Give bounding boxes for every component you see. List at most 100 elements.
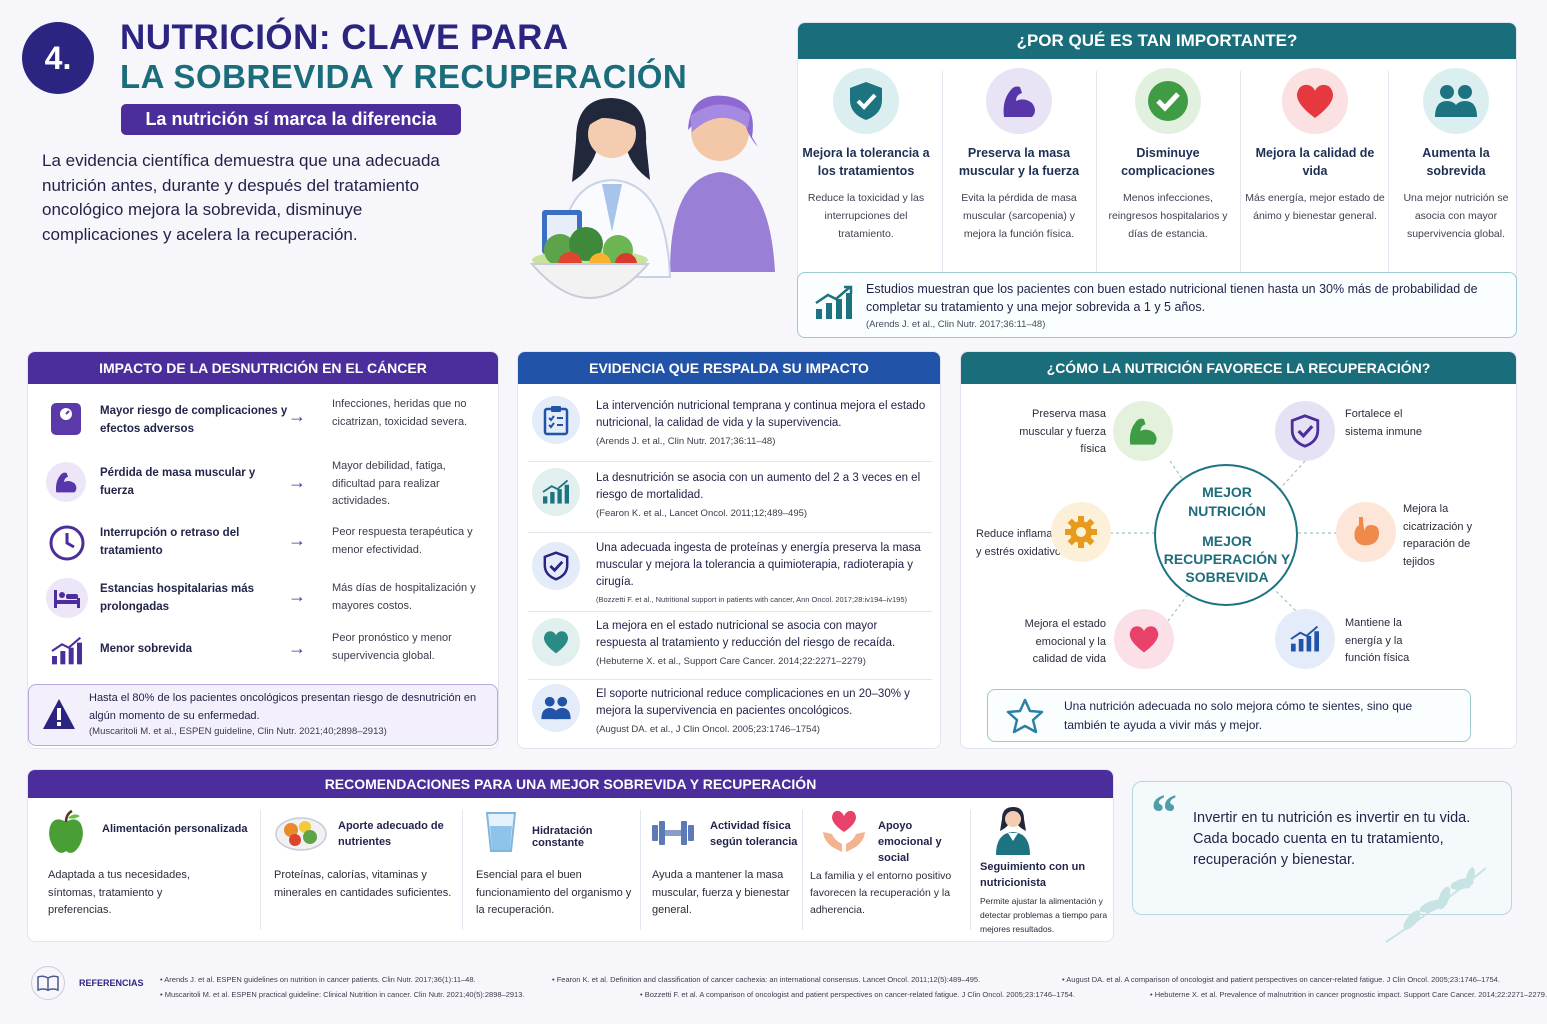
importance-item: Mejora la tolerancia a los tratamientos … [799,68,933,243]
malnutrition-title: IMPACTO DE LA DESNUTRICIÓN EN EL CÁNCER [99,360,427,376]
intro-paragraph: La evidencia científica demuestra que un… [42,151,440,244]
reference-item: • Fearon K. et al. Definition and classi… [552,975,981,984]
dumbbell-icon [650,818,696,848]
reference-text: Bozzetti F. et al. A comparison of oncol… [644,990,1075,999]
section-number: 4. [44,39,72,76]
shield-icon [1275,401,1335,461]
apple-icon [46,809,86,856]
people-icon [532,684,580,732]
water-glass-icon [484,810,518,854]
importance-item: Aumenta la sobrevida Una mejor nutrición… [1392,68,1520,243]
recommendation-item: Alimentación personalizada Adaptada a tu… [40,808,255,928]
arrow-right-icon: → [288,406,306,426]
subtitle-banner: La nutrición sí marca la diferencia [121,104,461,135]
reference-text: Muscaritoli M. et al. ESPEN practical gu… [164,990,525,999]
recommendation-title: Aporte adecuado de nutrientes [338,820,444,848]
malnutrition-effect: Peor pronóstico y menor supervivencia gl… [332,632,452,662]
study-text: Estudios muestran que los pacientes con … [866,282,1478,314]
growth-chart-icon [1275,609,1335,669]
importance-item-title: Mejora la tolerancia a los tratamientos [802,146,930,178]
evidence-item: La intervención nutricional temprana y c… [530,394,934,458]
evidence-text: El soporte nutricional reduce complicaci… [596,688,910,717]
reference-item: • Muscaritoli M. et al. ESPEN practical … [160,990,525,999]
reference-item: • Arends J. et al. ESPEN guidelines on n… [160,975,476,984]
importance-item-desc: Una mejor nutrición se asocia con mayor … [1403,192,1509,240]
recovery-node-emotional: Mejora el estado emocional y la calidad … [1024,618,1106,665]
quote-mark-icon: “ [1151,785,1177,842]
recommendation-item: Actividad física según tolerancia Ayuda … [648,808,803,928]
warning-icon [41,697,77,731]
hands-heart-icon [820,808,868,854]
stomach-icon [1336,502,1396,562]
evidence-item: La desnutrición se asocia con un aumento… [530,466,934,530]
evidence-text: Una adecuada ingesta de proteínas y ener… [596,542,921,588]
leaf-branch-icon [1382,862,1492,946]
malnutrition-panel: IMPACTO DE LA DESNUTRICIÓN EN EL CÁNCER [27,351,499,749]
page-title-line2: LA SOBREVIDA Y RECUPERACIÓN [120,58,688,95]
quote-text: Invertir en tu nutrición es invertir en … [1193,810,1471,868]
recommendation-desc: La familia y el entorno positivo favorec… [810,870,952,916]
recommendation-desc: Proteínas, calorías, vitaminas y mineral… [274,869,452,899]
malnutrition-effect: Infecciones, heridas que no cicatrizan, … [332,398,468,428]
reference-text: Fearon K. et al. Definition and classifi… [556,975,981,984]
importance-item-desc: Menos infecciones, reingresos hospitalar… [1108,192,1228,240]
reference-text: Hebuterne X. et al. Prevalence of malnut… [1154,990,1547,999]
recommendations-header: RECOMENDACIONES PARA UNA MEJOR SOBREVIDA… [28,770,1113,798]
malnutrition-cause: Mayor riesgo de complicaciones y efectos… [100,405,288,435]
malnutrition-cause: Menor sobrevida [100,643,193,655]
recommendation-item: Hidratación constante Esencial para el b… [472,808,642,928]
recommendation-desc: Adaptada a tus necesidades, síntomas, tr… [48,869,190,916]
star-icon [1006,698,1044,734]
malnutrition-effect: Mayor debilidad, fatiga, dificultad para… [332,460,446,507]
importance-item-desc: Evita la pérdida de masa muscular (sarco… [961,192,1077,240]
recommendation-title: Seguimiento con un nutricionista [980,861,1086,889]
people-icon [1423,68,1489,134]
recommendation-item: Aporte adecuado de nutrientes Proteínas,… [270,808,460,928]
malnutrition-header: IMPACTO DE LA DESNUTRICIÓN EN EL CÁNCER [28,352,498,384]
evidence-reference: (Fearon K. et al., Lancet Oncol. 2011;12… [596,508,808,519]
page-title-line1: NUTRICIÓN: CLAVE PARA [120,18,569,57]
scale-icon [48,400,84,436]
heart-icon [532,618,580,666]
warning-reference: (Muscaritoli M. et al., ESPEN guideline,… [89,726,387,737]
recovery-node-healing: Mejora la cicatrización y reparación de … [1403,503,1473,568]
growth-chart-icon [50,636,84,666]
nutritionist-icon [992,805,1034,855]
malnutrition-cause: Pérdida de masa muscular y fuerza [100,467,256,497]
evidence-reference: (Bozzetti F. et al., Nutritional support… [596,595,908,604]
references-label: REFERENCIAS [79,978,144,988]
importance-item: Disminuye complicaciones Menos infeccion… [1100,68,1236,243]
recovery-note: Una nutrición adecuada no solo mejora có… [987,689,1471,742]
arrow-right-icon: → [288,638,306,658]
evidence-item: La mejora en el estado nutricional se as… [530,616,934,676]
importance-item-desc: Más energía, mejor estado de ánimo y bie… [1245,192,1385,222]
recommendation-title: Alimentación personalizada [102,823,248,835]
recommendation-title: Hidratación constante [532,825,593,849]
check-icon [1135,68,1201,134]
importance-item: Preserva la masa muscular y la fuerza Ev… [946,68,1092,243]
importance-item-title: Mejora la calidad de vida [1255,146,1375,178]
reference-item: • August DA. et al. A comparison of onco… [1062,975,1500,984]
evidence-item: El soporte nutricional reduce complicaci… [530,684,934,744]
study-reference: (Arends J. et al., Clin Nutr. 2017;36:11… [866,319,1046,330]
recovery-title: ¿CÓMO LA NUTRICIÓN FAVORECE LA RECUPERAC… [1046,360,1431,376]
malnutrition-effect: Peor respuesta terapéutica y menor efect… [332,526,473,556]
malnutrition-warning: Hasta el 80% de los pacientes oncológico… [28,684,498,746]
importance-item-desc: Reduce la toxicidad y las interrupciones… [807,192,925,240]
shield-icon [833,68,899,134]
malnutrition-row: Interrupción o retraso del tratamiento →… [46,522,486,566]
reference-item: • Hebuterne X. et al. Prevalence of maln… [1150,990,1547,999]
malnutrition-effect: Más días de hospitalización y mayores co… [332,582,476,612]
growth-chart-icon [814,285,854,321]
recovery-note-text: Una nutrición adecuada no solo mejora có… [1064,699,1413,732]
recommendation-title: Apoyo emocional y social [878,820,942,864]
evidence-header: EVIDENCIA QUE RESPALDA SU IMPACTO [518,352,940,384]
evidence-reference: (August DA. et al., J Clin Oncol. 2005;2… [596,724,820,735]
recommendation-item: Seguimiento con un nutricionista Permite… [978,805,1108,937]
recovery-node-energy: Mantiene la energía y la función física [1345,617,1410,664]
heart-icon [1282,68,1348,134]
importance-item: Mejora la calidad de vida Más energía, m… [1244,68,1386,225]
malnutrition-row: Pérdida de masa muscular y fuerza → Mayo… [46,460,486,512]
recovery-header: ¿CÓMO LA NUTRICIÓN FAVORECE LA RECUPERAC… [961,352,1516,384]
malnutrition-row: Menor sobrevida → Peor pronóstico y meno… [46,632,486,676]
